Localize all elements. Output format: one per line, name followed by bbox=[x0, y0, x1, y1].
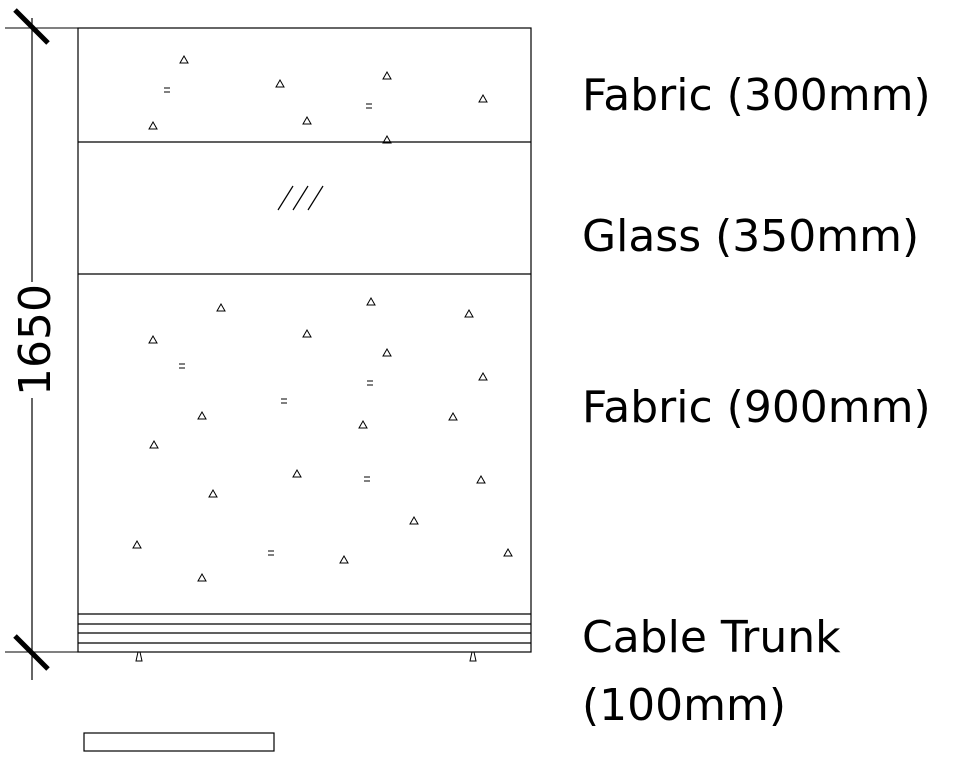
fabric-triangle-mark bbox=[476, 474, 486, 484]
partition-panel bbox=[77, 27, 532, 653]
label-cable-trunk: Cable Trunk bbox=[582, 612, 841, 663]
fabric-triangle-mark bbox=[208, 488, 218, 498]
fabric-triangle-mark bbox=[339, 554, 349, 564]
fabric-triangle-mark bbox=[302, 115, 312, 125]
dimension-tick-bottom bbox=[13, 634, 50, 671]
glass-hatch-line-3 bbox=[307, 185, 324, 211]
fabric-triangle-mark bbox=[464, 308, 474, 318]
fabric-triangle-mark bbox=[148, 120, 158, 130]
fabric-triangle-mark bbox=[366, 296, 376, 306]
foot-left bbox=[135, 651, 143, 662]
fabric-triangle-mark bbox=[382, 70, 392, 80]
fabric-triangle-mark bbox=[148, 334, 158, 344]
glass-hatch bbox=[277, 185, 324, 211]
fabric-triangle-mark bbox=[275, 78, 285, 88]
fabric-triangle-mark bbox=[197, 410, 207, 420]
fabric-triangle-mark bbox=[409, 515, 419, 525]
panel-outline bbox=[77, 27, 532, 653]
fabric-triangle-mark bbox=[478, 371, 488, 381]
fabric-triangle-mark bbox=[382, 347, 392, 357]
dimension-tick-top bbox=[13, 8, 50, 45]
foot-right bbox=[469, 651, 477, 662]
glass-hatch-line-2 bbox=[292, 185, 309, 211]
fabric-texture bbox=[132, 54, 513, 582]
fabric-triangle-mark bbox=[292, 468, 302, 478]
fabric-triangle-mark bbox=[197, 572, 207, 582]
fabric-triangle-mark bbox=[382, 134, 392, 144]
fabric-triangle-mark bbox=[179, 54, 189, 64]
label-main-fabric: Fabric (900mm) bbox=[582, 382, 931, 433]
label-top-fabric: Fabric (300mm) bbox=[582, 70, 931, 121]
scale-bar bbox=[83, 732, 275, 752]
label-glass: Glass (350mm) bbox=[582, 211, 919, 262]
fabric-triangle-mark bbox=[149, 439, 159, 449]
fabric-triangle-mark bbox=[503, 547, 513, 557]
fabric-triangle-mark bbox=[132, 539, 142, 549]
fabric-triangle-mark bbox=[448, 411, 458, 421]
fabric-triangle-mark bbox=[478, 93, 488, 103]
dimension-text-mask bbox=[14, 282, 52, 398]
dimension-text-total-height: 1650 bbox=[10, 284, 61, 396]
panel-feet bbox=[135, 651, 477, 662]
fabric-triangle-mark bbox=[216, 302, 226, 312]
fabric-triangle-mark bbox=[358, 419, 368, 429]
fabric-triangle-mark bbox=[302, 328, 312, 338]
glass-hatch-line-1 bbox=[277, 185, 294, 211]
label-cable-trunk-size: (100mm) bbox=[582, 680, 786, 731]
